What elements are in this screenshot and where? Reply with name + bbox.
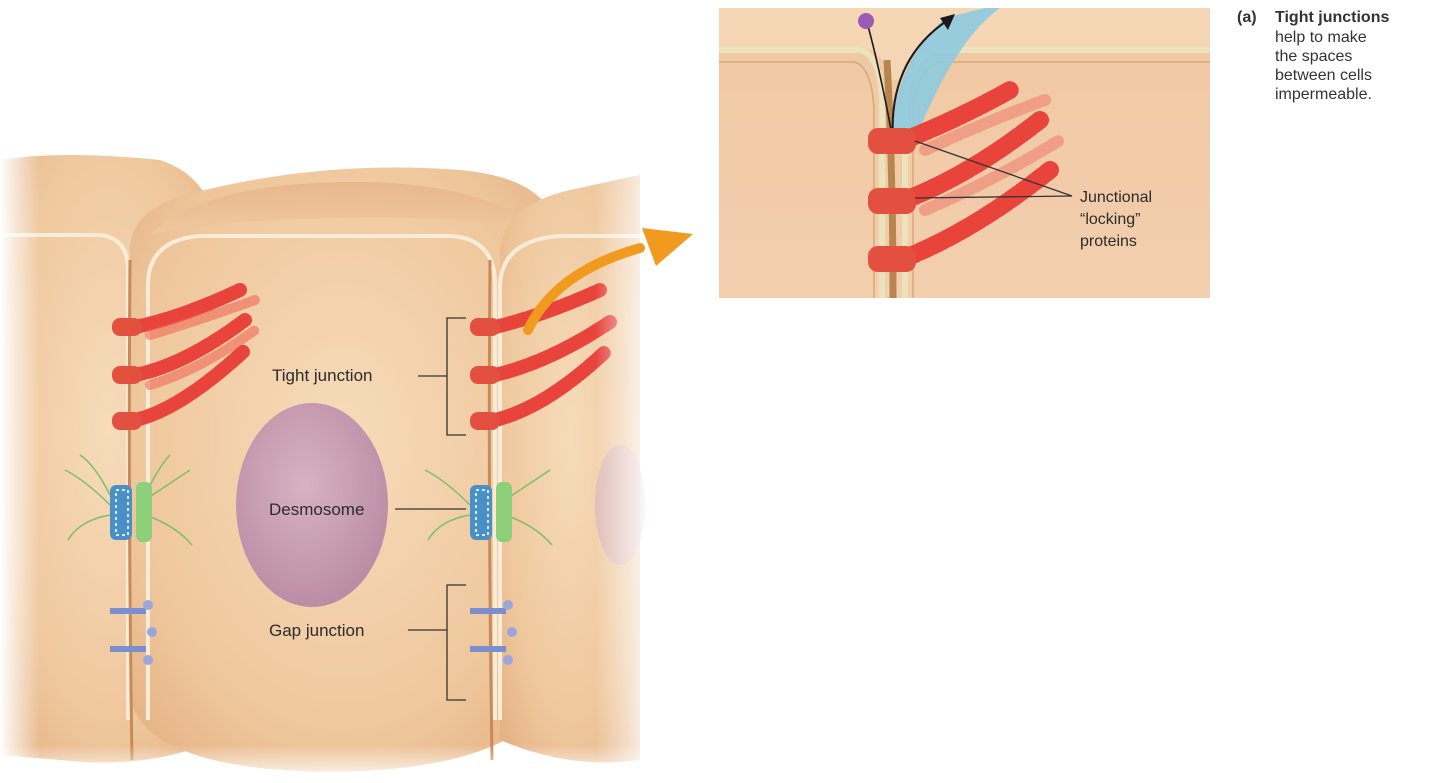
caption-heading: Tight junctions [1275, 9, 1390, 26]
locking-protein [868, 246, 916, 272]
caption-body: help to make the spaces between cells im… [1275, 29, 1372, 103]
caption-panel-tag: (a) [1237, 9, 1257, 26]
fade-left [0, 150, 40, 783]
locking-protein [470, 366, 500, 384]
desmosome-right [424, 469, 553, 546]
gap-junction-left [110, 600, 157, 665]
locking-protein [868, 188, 916, 214]
center-cell-top-face [150, 181, 540, 235]
locking-protein [112, 412, 142, 430]
locking-proteins-label: Junctional “locking” proteins [1080, 189, 1153, 250]
tight-junction-label: Tight junction [272, 366, 373, 385]
blocked-pathway [892, 8, 1000, 140]
solute-molecule [858, 13, 874, 29]
magnify-arrow-head [642, 228, 693, 266]
locking-protein [470, 412, 500, 430]
locking-protein [470, 318, 500, 336]
inset-panel [719, 8, 1210, 299]
right-cell-membrane [498, 234, 640, 720]
gap-junction-label: Gap junction [269, 621, 365, 640]
gap-junction-right [470, 600, 517, 665]
fade-bottom [0, 745, 660, 783]
magnify-arrow [523, 243, 645, 335]
nucleus [236, 403, 388, 607]
locking-protein [112, 318, 142, 336]
epithelial-cells [0, 155, 645, 772]
inset-membrane [719, 47, 885, 298]
fade-right [595, 150, 655, 783]
locking-protein [868, 128, 916, 154]
tight-junction-left [112, 283, 260, 430]
center-cell-membrane [146, 234, 497, 720]
label-brackets [395, 317, 466, 701]
left-cell-membrane [0, 233, 130, 720]
desmosome-label: Desmosome [269, 500, 365, 519]
locking-protein [112, 366, 142, 384]
desmosome-left [64, 454, 193, 546]
